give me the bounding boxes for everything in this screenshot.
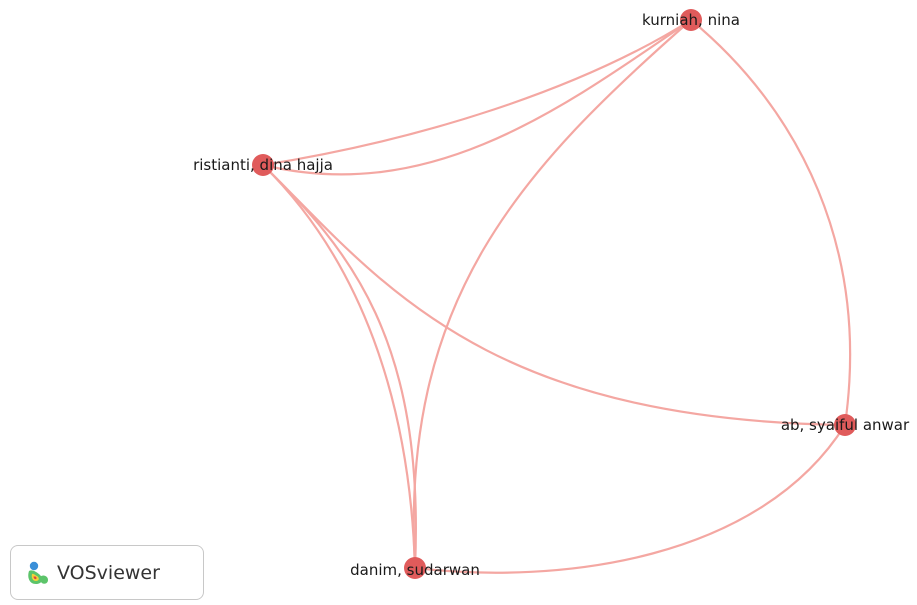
link-ristianti-danim-2 [262, 164, 417, 569]
link-kurniah-danim [412, 19, 692, 569]
link-ristianti-ab [262, 164, 846, 427]
edges-layer [262, 19, 852, 574]
nodes-layer [252, 9, 856, 579]
link-kurniah-ab [690, 19, 852, 426]
node-kurniah[interactable] [680, 9, 702, 31]
node-label-ristianti: ristianti, dina hajja [193, 156, 333, 174]
node-label-kurniah: kurniah, nina [642, 11, 740, 29]
node-ristianti[interactable] [252, 154, 274, 176]
node-danim[interactable] [404, 557, 426, 579]
link-danim-ab [414, 424, 846, 574]
vosviewer-logo-icon [28, 561, 48, 584]
vosviewer-brand-name: VOSviewer [57, 561, 160, 584]
link-ristianti-kurniah-2 [262, 19, 692, 167]
node-label-ab: ab, syaiful anwar [781, 416, 910, 434]
link-ristianti-kurniah [262, 19, 692, 176]
labels-layer: kurniah, nina ristianti, dina hajja ab, … [193, 11, 910, 579]
node-ab[interactable] [834, 414, 856, 436]
vosviewer-brand-badge: VOSviewer [10, 545, 204, 600]
node-label-danim: danim, sudarwan [350, 561, 480, 579]
link-ristianti-danim [262, 164, 417, 569]
